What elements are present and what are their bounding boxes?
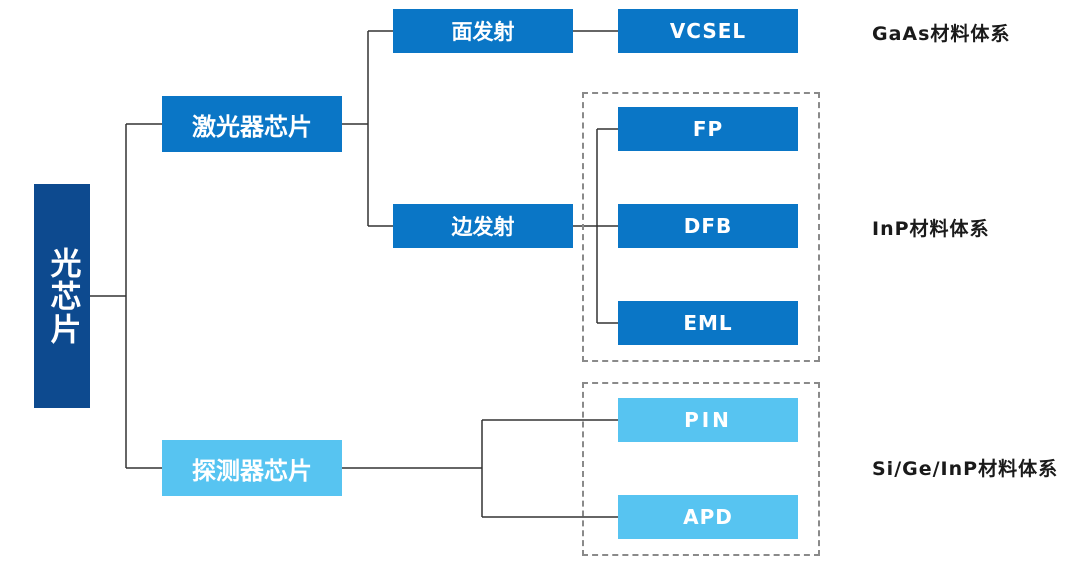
root-node-optical-chip: 光芯片 [34,184,90,408]
pin-node: PIN [618,398,798,442]
inp-group-box [582,92,820,362]
apd-node: APD [618,495,798,539]
edge-emission-node: 边发射 [393,204,573,248]
fp-node: FP [618,107,798,151]
laser-chip-node: 激光器芯片 [162,96,342,152]
eml-node: EML [618,301,798,345]
vcsel-node: VCSEL [618,9,798,53]
detector-group-box [582,382,820,556]
gaas-material-label: GaAs材料体系 [872,23,1011,45]
si-ge-inp-material-label: Si/Ge/InP材料体系 [872,458,1059,480]
dfb-node: DFB [618,204,798,248]
inp-material-label: InP材料体系 [872,218,990,240]
surface-emission-node: 面发射 [393,9,573,53]
detector-chip-node: 探测器芯片 [162,440,342,496]
